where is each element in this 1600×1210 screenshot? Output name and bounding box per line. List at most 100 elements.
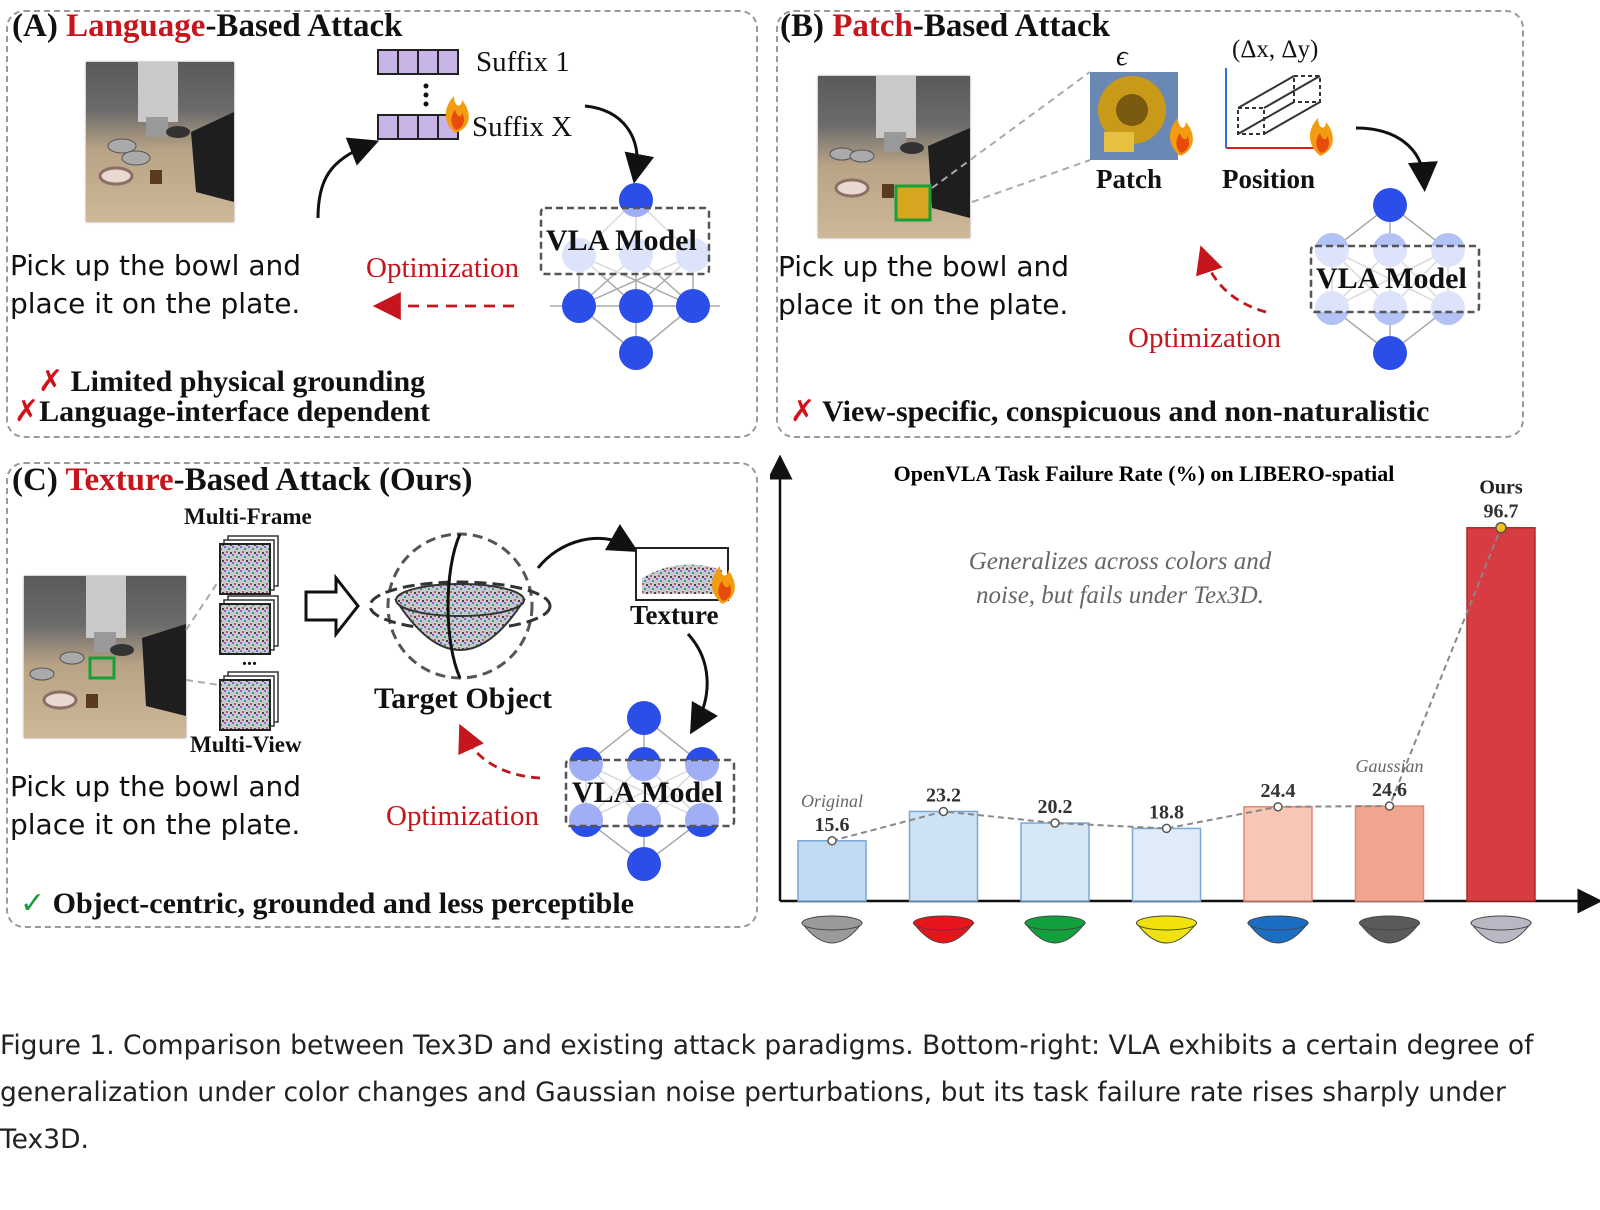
value-label-yellow: 18.8 [1149, 801, 1184, 823]
robot-scene-drawing-b [829, 76, 970, 222]
bowl-rim-blue [1247, 915, 1309, 931]
category-label-gaussian: Gaussian [1355, 756, 1423, 776]
chart-title: OpenVLA Task Failure Rate (%) on LIBERO-… [894, 461, 1395, 486]
panel-b-title-highlight: Patch [832, 8, 913, 44]
bar-yellow [1131, 827, 1202, 902]
point-gaussian [1384, 801, 1395, 811]
panel-c-label: (C) [12, 462, 58, 498]
flame-icon [445, 96, 469, 133]
panel-a-con-1-text: Limited physical grounding [70, 365, 426, 398]
flame-icon [711, 566, 735, 604]
panel-c-graphics [185, 524, 736, 881]
multi-frame-label: Multi-Frame [184, 504, 312, 529]
suffix-x-label: Suffix X [472, 111, 573, 143]
panel-c-title: (C) Texture-Based Attack (Ours) [12, 462, 472, 499]
optimization-label-c: Optimization [386, 800, 540, 832]
target-object-sphere [368, 532, 552, 680]
bowl-rim-gaussian [1359, 915, 1420, 931]
figure-caption: Figure 1. Comparison between Tex3D and e… [0, 1030, 1534, 1155]
delta-label: (Δx, Δy) [1232, 36, 1319, 63]
optimization-label-b: Optimization [1128, 322, 1282, 354]
instruction-line-2-b: place it on the plate. [778, 288, 1069, 321]
robot-scene-image-a [86, 62, 234, 222]
epsilon-label: ϵ [1116, 40, 1128, 72]
instruction-line-1-b: Pick up the bowl and [778, 250, 1069, 283]
panel-a-graphics [316, 49, 720, 370]
vla-model-box-a [539, 206, 711, 276]
cross-icon: ✗ [14, 394, 40, 429]
robot-scene-drawing-c [29, 576, 186, 716]
position-label: Position [1222, 164, 1316, 194]
cross-icon: ✗ [790, 394, 816, 429]
value-label-red: 23.2 [926, 784, 961, 806]
panel-b-title: (B) Patch-Based Attack [780, 8, 1110, 45]
bowl-rim-green [1024, 915, 1086, 931]
panel-a-title: (A) Language-Based Attack [12, 8, 403, 45]
panel-b-patch-attack [776, 10, 1524, 438]
failure-rate-chart: OpenVLA Task Failure Rate (%) on LIBERO-… [770, 455, 1600, 944]
bar-gaussian [1354, 805, 1425, 902]
patch-label: Patch [1096, 164, 1162, 194]
value-label-gaussian: 24.6 [1372, 779, 1407, 801]
panel-b-con-1: ✗ View-specific, conspicuous and non-nat… [790, 394, 1429, 429]
bar-red [908, 810, 979, 902]
panel-b-graphics [931, 68, 1481, 370]
panel-b-con-1-text: View-specific, conspicuous and non-natur… [822, 395, 1430, 428]
panel-c-pro-1: ✓ Object-centric, grounded and less perc… [20, 886, 634, 921]
bars-layer [797, 526, 1536, 902]
panel-a-con-2-text: Language-interface dependent [39, 395, 430, 428]
bar-original [797, 840, 867, 902]
instruction-line-2-a: place it on the plate. [10, 287, 301, 320]
bowl-rim-ours [1470, 915, 1532, 931]
chart-annotation-line-2: noise, but fails under Tex3D. [976, 582, 1264, 609]
suffix-1-label: Suffix 1 [476, 46, 570, 78]
check-icon: ✓ [20, 886, 46, 921]
bar-green [1020, 822, 1090, 902]
panel-c-texture-attack [6, 462, 758, 928]
suffix-1-tokens [377, 49, 459, 75]
value-label-blue: 24.4 [1261, 780, 1296, 802]
panel-a-con-1: ✗ Limited physical grounding [38, 364, 425, 399]
points-layer [827, 521, 1507, 846]
stack-dots: ... [242, 648, 257, 670]
value-label-original: 15.6 [815, 814, 850, 836]
bowls-layer [800, 915, 1533, 944]
bar-ours [1466, 526, 1536, 902]
panel-c-title-rest: -Based Attack (Ours) [173, 462, 473, 498]
bowl-rim-yellow [1136, 915, 1197, 931]
chart-annotation-line-1: Generalizes across colors and [969, 548, 1272, 575]
multi-frame-stack [219, 535, 279, 731]
point-red [938, 806, 949, 817]
vla-model-box-b [1309, 244, 1481, 314]
panel-a-title-highlight: Language [66, 8, 206, 44]
position-axes [1225, 68, 1326, 149]
right-arrow-icon [304, 573, 360, 639]
instruction-line-2-c: place it on the plate. [10, 808, 301, 841]
robot-scene-drawing-a [98, 62, 234, 202]
point-blue [1273, 802, 1283, 812]
robot-scene-image-b [818, 76, 970, 238]
category-label-original: Original [801, 791, 863, 811]
suffix-x-tokens [377, 114, 459, 140]
multi-view-label: Multi-View [190, 732, 302, 757]
category-label-ours: Ours [1479, 477, 1523, 499]
vla-model-box-c [564, 758, 736, 828]
value-label-ours: 96.7 [1484, 501, 1519, 523]
robot-scene-image-c [24, 576, 186, 738]
flame-icon [1309, 118, 1333, 156]
panel-a-con-2: ✗Language-interface dependent [14, 394, 430, 429]
instruction-line-1-c: Pick up the bowl and [10, 770, 301, 803]
instruction-text-b: Pick up the bowl and place it on the pla… [778, 248, 1069, 324]
bowl-rim-original [801, 915, 863, 931]
labels-layer: 15.6 Original 23.2 20.2 18.8 24.4 24.6 Gaussian… [801, 477, 1523, 836]
instruction-line-1-a: Pick up the bowl and [10, 249, 301, 282]
panel-a-label: (A) [12, 8, 58, 44]
panel-b-title-rest: -Based Attack [912, 8, 1110, 44]
point-original [827, 836, 837, 846]
vla-model-label-a: VLA Model [546, 224, 697, 257]
value-label-green: 20.2 [1038, 796, 1073, 818]
panel-b-label: (B) [780, 8, 824, 44]
bowl-rim-red [913, 915, 974, 931]
optimization-label-a: Optimization [366, 252, 520, 284]
instruction-text-c: Pick up the bowl and place it on the pla… [10, 768, 301, 844]
